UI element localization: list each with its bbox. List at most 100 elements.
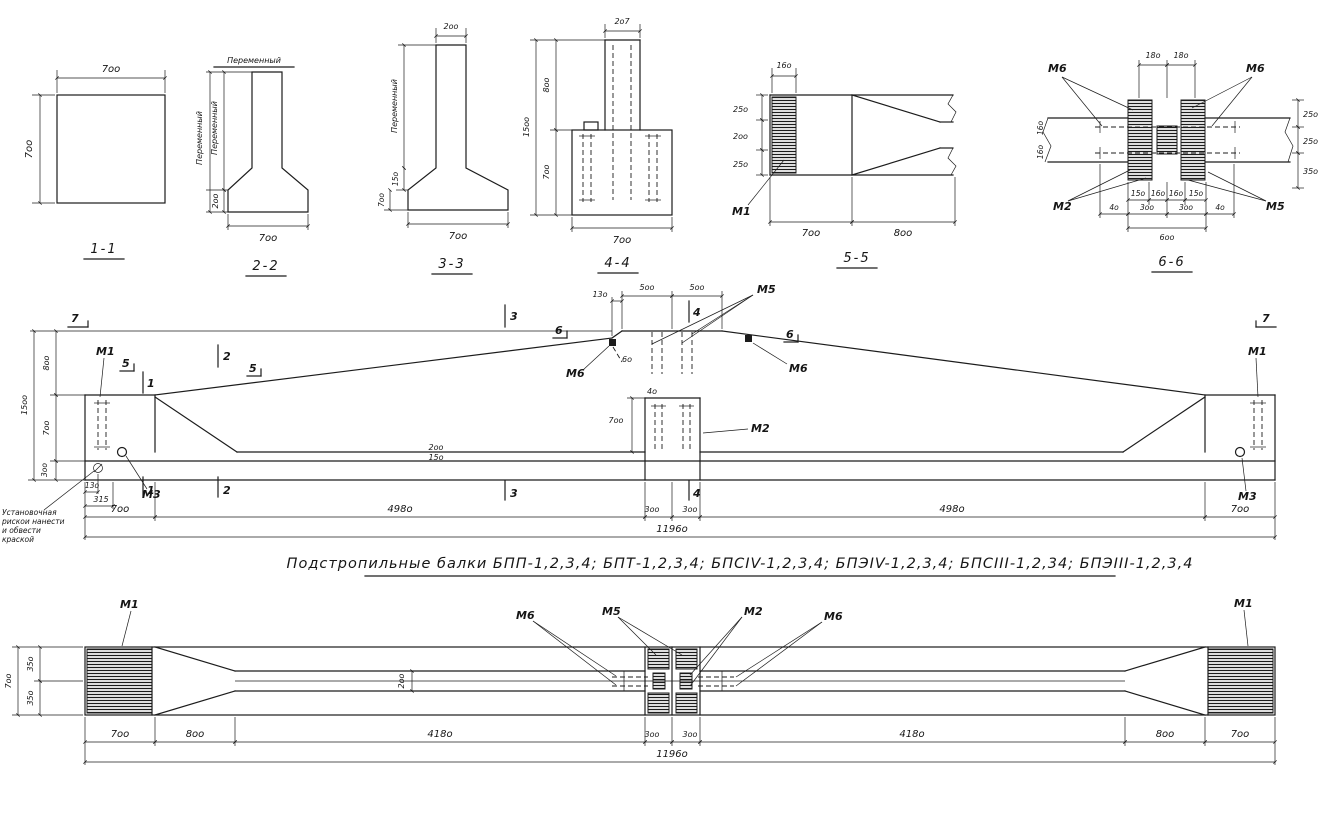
section-5-5: 16o 25o 2oo 25o М1 7oo 8oo 5-5 bbox=[732, 61, 957, 269]
dim-700-bl: 7oo bbox=[111, 504, 130, 515]
label-m2: М2 bbox=[751, 422, 770, 435]
dim-160-b3: 16o bbox=[1169, 189, 1184, 198]
section-6-6: М6 М6 М2 М5 18o 18o 25o 25o 35o 16o 16o … bbox=[1036, 51, 1318, 273]
dim-700-bl: 7oo bbox=[111, 729, 130, 740]
dim-150-b4: 15o bbox=[1189, 189, 1204, 198]
dim-700-bottom: 7oo bbox=[613, 235, 632, 246]
dim-700-left: 7oo bbox=[24, 140, 35, 159]
dim-200-top: 2oo bbox=[444, 22, 459, 31]
section-2-2: Переменный Переменный Переменный 2oo 7oo… bbox=[195, 56, 310, 277]
break-line-left bbox=[1042, 117, 1052, 163]
svg-text:1: 1 bbox=[147, 377, 155, 390]
dim-200-chord: 2oo bbox=[429, 443, 444, 452]
dim-11960-total: 1196o bbox=[656, 749, 688, 760]
dim-700-bottom: 7oo bbox=[259, 233, 278, 244]
marker-2-bottom: 2 bbox=[217, 476, 231, 498]
svg-text:рискои нанести: рискои нанести bbox=[1, 517, 65, 526]
setting-mark-note: Установочная рискои нанести и обвести кр… bbox=[1, 508, 65, 544]
svg-text:2: 2 bbox=[223, 350, 231, 363]
section-title-4-4: 4-4 bbox=[604, 256, 631, 271]
dim-700-br: 7oo bbox=[1231, 729, 1250, 740]
dim-800: 8oo bbox=[542, 77, 551, 92]
dim-700-joint: 7oo bbox=[609, 416, 624, 425]
dim-350-lower: 35o bbox=[26, 690, 35, 705]
dim-700-bottom: 7oo bbox=[449, 231, 468, 242]
beam-plan: М1 М6 М5 М2 М6 М1 7oo 35o 35o 2oo 7oo bbox=[4, 597, 1277, 765]
label-m1-right: М1 bbox=[1248, 345, 1267, 358]
joint-gusset-tr bbox=[675, 648, 698, 670]
dim-peremenny-stem: Переменный bbox=[390, 79, 399, 133]
end-plate-left bbox=[86, 648, 153, 714]
dim-peremenny-outer: Переменный bbox=[195, 111, 204, 165]
section-title-2-2: 2-2 bbox=[252, 259, 279, 274]
joint-gusset-tl bbox=[647, 648, 670, 670]
svg-text:4: 4 bbox=[692, 306, 701, 319]
dim-500-b: 5oo bbox=[690, 283, 705, 292]
label-m1-left: М1 bbox=[96, 345, 115, 358]
dim-800-l: 8oo bbox=[186, 729, 205, 740]
dim-300-left: 3oo bbox=[40, 463, 49, 477]
svg-text:7: 7 bbox=[71, 312, 79, 325]
dim-300-c2: 3oo bbox=[1140, 203, 1154, 212]
embedded-plate-m1 bbox=[771, 96, 797, 174]
break-line-right bbox=[1284, 117, 1294, 163]
svg-text:3: 3 bbox=[510, 310, 518, 323]
joint-gusset-br bbox=[675, 692, 698, 714]
break-line-bottom bbox=[947, 147, 957, 176]
svg-text:6: 6 bbox=[786, 328, 794, 341]
marker-3-top: 3 bbox=[504, 304, 518, 328]
dim-600-total: 6oo bbox=[1160, 233, 1175, 242]
dim-1500-left: 15oo bbox=[20, 395, 29, 415]
dim-700: 7oo bbox=[802, 228, 821, 239]
dim-700: 7oo bbox=[542, 164, 551, 179]
svg-text:Установочная: Установочная bbox=[2, 508, 57, 517]
dim-4180-l: 418o bbox=[427, 729, 452, 740]
joint-pad-right bbox=[679, 672, 693, 690]
dim-4980-l: 498o bbox=[387, 504, 412, 515]
label-m6-left: М6 bbox=[1048, 62, 1067, 75]
marker-6-b: 6 bbox=[783, 328, 799, 343]
label-m1-left: М1 bbox=[120, 598, 139, 611]
label-peremenny-top: Переменный bbox=[227, 56, 281, 65]
dim-4980-r: 498o bbox=[939, 504, 964, 515]
label-m6-right: М6 bbox=[1246, 62, 1265, 75]
marker-1-top: 1 bbox=[142, 371, 155, 394]
svg-text:3: 3 bbox=[510, 487, 518, 500]
dim-180-a: 18o bbox=[1145, 51, 1160, 60]
label-m6-right: М6 bbox=[824, 610, 843, 623]
dim-700-left: 7oo bbox=[4, 673, 13, 688]
dim-300-b: 3oo bbox=[683, 730, 698, 739]
dim-700-br: 7oo bbox=[1231, 504, 1250, 515]
dim-160-lv2: 16o bbox=[1036, 145, 1045, 160]
svg-text:5: 5 bbox=[122, 357, 130, 370]
label-m2: М2 bbox=[744, 605, 763, 618]
section-4-4: 2o7 8oo 7oo 15oo 7oo 4-4 bbox=[522, 17, 674, 274]
joint-pad-left bbox=[652, 672, 666, 690]
dim-40: 4o bbox=[647, 387, 657, 396]
dim-180-b: 18o bbox=[1173, 51, 1188, 60]
svg-text:и обвести: и обвести bbox=[2, 526, 41, 535]
section-1-1: 7oo 7oo 1-1 bbox=[24, 64, 167, 260]
dim-250-r1: 25o bbox=[1303, 110, 1318, 119]
marker-7-right: 7 bbox=[1255, 312, 1277, 328]
dim-130-apex: 13o bbox=[592, 290, 607, 299]
dim-200-web: 2oo bbox=[397, 673, 406, 688]
joint-gusset-bl bbox=[647, 692, 670, 714]
dim-150-flare: 15o bbox=[391, 172, 400, 187]
dim-peremenny-stem: Переменный bbox=[210, 101, 219, 155]
label-m1: М1 bbox=[732, 205, 751, 218]
svg-text:4: 4 bbox=[692, 487, 701, 500]
m3-hole-right bbox=[1234, 446, 1246, 458]
svg-text:2: 2 bbox=[223, 484, 231, 497]
label-m5: М5 bbox=[1266, 200, 1285, 213]
m6-plate-left bbox=[609, 339, 616, 346]
label-m3-left: М3 bbox=[142, 488, 161, 501]
dim-700-top: 7oo bbox=[102, 64, 121, 75]
dim-40-c4: 4o bbox=[1215, 203, 1225, 212]
dim-300-c3: 3oo bbox=[1179, 203, 1193, 212]
svg-text:6: 6 bbox=[555, 324, 563, 337]
dim-800-left: 8oo bbox=[42, 355, 51, 370]
marker-4-bottom: 4 bbox=[688, 480, 701, 501]
marker-1-bottom: 1 bbox=[142, 476, 155, 498]
